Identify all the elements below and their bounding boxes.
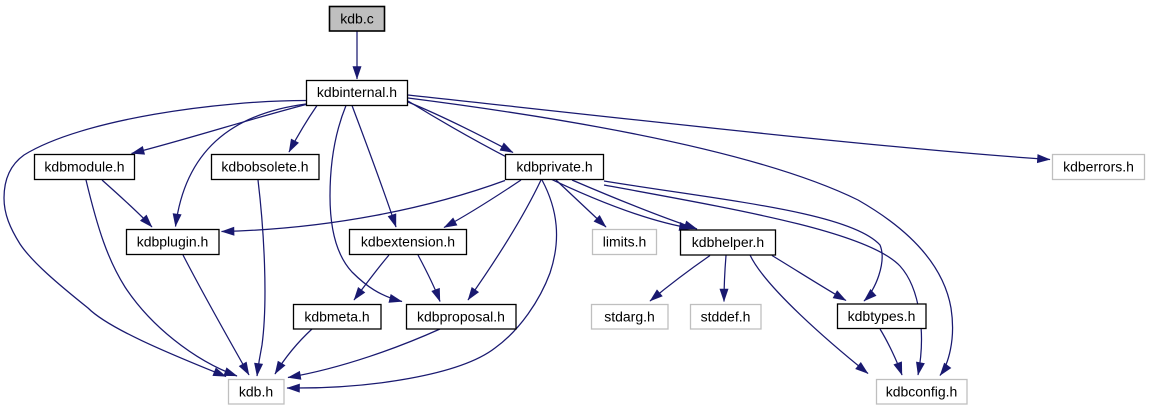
- svg-text:kdb.c: kdb.c: [340, 11, 373, 27]
- svg-text:limits.h: limits.h: [603, 234, 647, 250]
- svg-text:kdbproposal.h: kdbproposal.h: [417, 309, 505, 325]
- svg-text:kdbtypes.h: kdbtypes.h: [848, 308, 916, 324]
- svg-text:kdbplugin.h: kdbplugin.h: [137, 234, 209, 250]
- svg-text:kdbmeta.h: kdbmeta.h: [304, 309, 369, 325]
- svg-text:kdbconfig.h: kdbconfig.h: [886, 384, 958, 400]
- svg-text:kdbprivate.h: kdbprivate.h: [516, 159, 592, 175]
- svg-text:stdarg.h: stdarg.h: [604, 309, 655, 325]
- svg-text:kdberrors.h: kdberrors.h: [1063, 159, 1134, 175]
- svg-text:stddef.h: stddef.h: [701, 309, 751, 325]
- svg-text:kdbhelper.h: kdbhelper.h: [692, 234, 764, 250]
- svg-text:kdbobsolete.h: kdbobsolete.h: [221, 159, 308, 175]
- svg-text:kdbmodule.h: kdbmodule.h: [44, 159, 124, 175]
- svg-text:kdb.h: kdb.h: [239, 384, 273, 400]
- svg-text:kdbinternal.h: kdbinternal.h: [317, 84, 397, 100]
- svg-text:kdbextension.h: kdbextension.h: [361, 234, 455, 250]
